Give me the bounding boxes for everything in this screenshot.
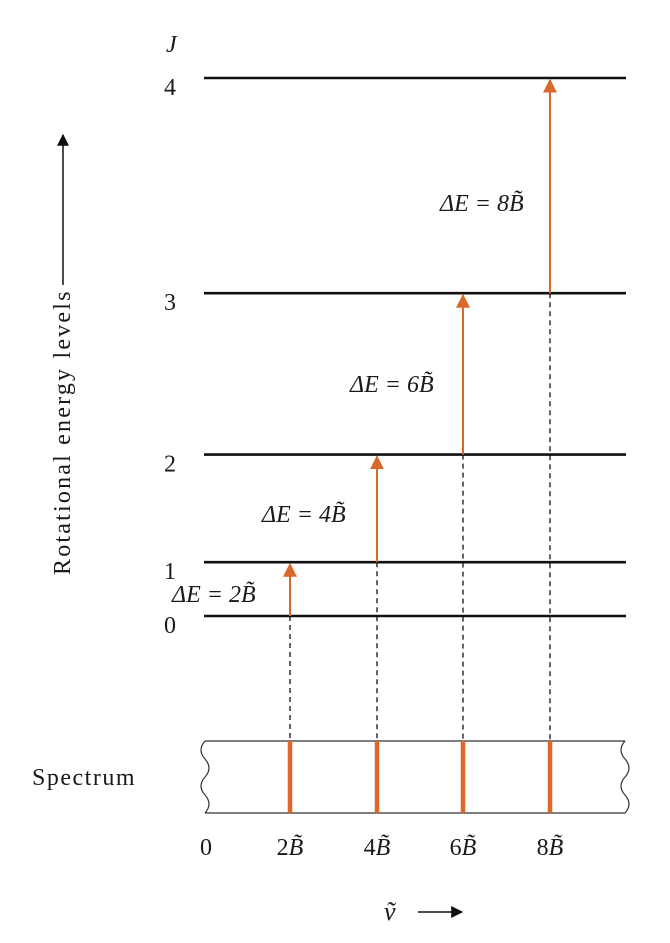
transition-label-prefix: ΔE = 6 (349, 372, 419, 398)
tick-b: B̃ (462, 834, 477, 861)
y-axis-label-group: Rotational energy levels (50, 133, 76, 575)
spectral-lines (287, 741, 553, 813)
transition-label-b: B̃ (509, 190, 524, 217)
energy-level-label-j0: 0 (164, 613, 176, 639)
transition-label-2-3: ΔE = 6B̃ (349, 371, 434, 398)
spectrum-strip: Spectrum (32, 740, 630, 814)
transition-label-b: B̃ (419, 371, 434, 398)
transition-label-1-2: ΔE = 4B̃ (261, 501, 346, 528)
transition-label-b: B̃ (241, 581, 256, 608)
tick-prefix: 8 (537, 835, 549, 861)
spectrum-break-left (200, 740, 210, 814)
transition-label-prefix: ΔE = 2 (171, 582, 241, 608)
energy-levels: 0 1 2 3 4 (164, 75, 626, 639)
energy-level-label-j3: 3 (164, 290, 176, 316)
transition-label-prefix: ΔE = 8 (439, 191, 509, 217)
tick-b: B̃ (376, 834, 391, 861)
spectrum-tick-label-4: 8B̃ (537, 834, 564, 861)
spectrum-break-right (620, 740, 630, 814)
spectrum-tick-label-0: 0 (200, 835, 212, 861)
tick-prefix: 0 (200, 835, 212, 861)
y-axis-label: Rotational energy levels (50, 289, 76, 575)
tick-prefix: 2 (277, 835, 289, 861)
x-axis-label-group: ṽ (384, 897, 464, 926)
spectrum-label: Spectrum (32, 765, 136, 791)
tick-b: B̃ (549, 834, 564, 861)
spectrum-tick-label-2: 4B̃ (364, 834, 391, 861)
transition-label-3-4: ΔE = 8B̃ (439, 190, 524, 217)
tick-prefix: 4 (364, 835, 376, 861)
transition-label-prefix: ΔE = 4 (261, 502, 331, 528)
tick-b: B̃ (289, 834, 304, 861)
energy-level-label-j2: 2 (164, 452, 176, 478)
energy-level-label-j1: 1 (164, 559, 176, 585)
transition-label-b: B̃ (331, 501, 346, 528)
tick-prefix: 6 (450, 835, 462, 861)
j-axis-label: J (166, 32, 178, 58)
transition-label-0-1: ΔE = 2B̃ (171, 581, 256, 608)
transitions: ΔE = 2B̃ΔE = 4B̃ΔE = 6B̃ΔE = 8B̃ (171, 78, 557, 741)
spectrum-tick-label-3: 6B̃ (450, 834, 477, 861)
energy-level-label-j4: 4 (164, 75, 176, 101)
spectrum-tick-label-1: 2B̃ (277, 834, 304, 861)
x-axis-label: ṽ (384, 897, 397, 926)
